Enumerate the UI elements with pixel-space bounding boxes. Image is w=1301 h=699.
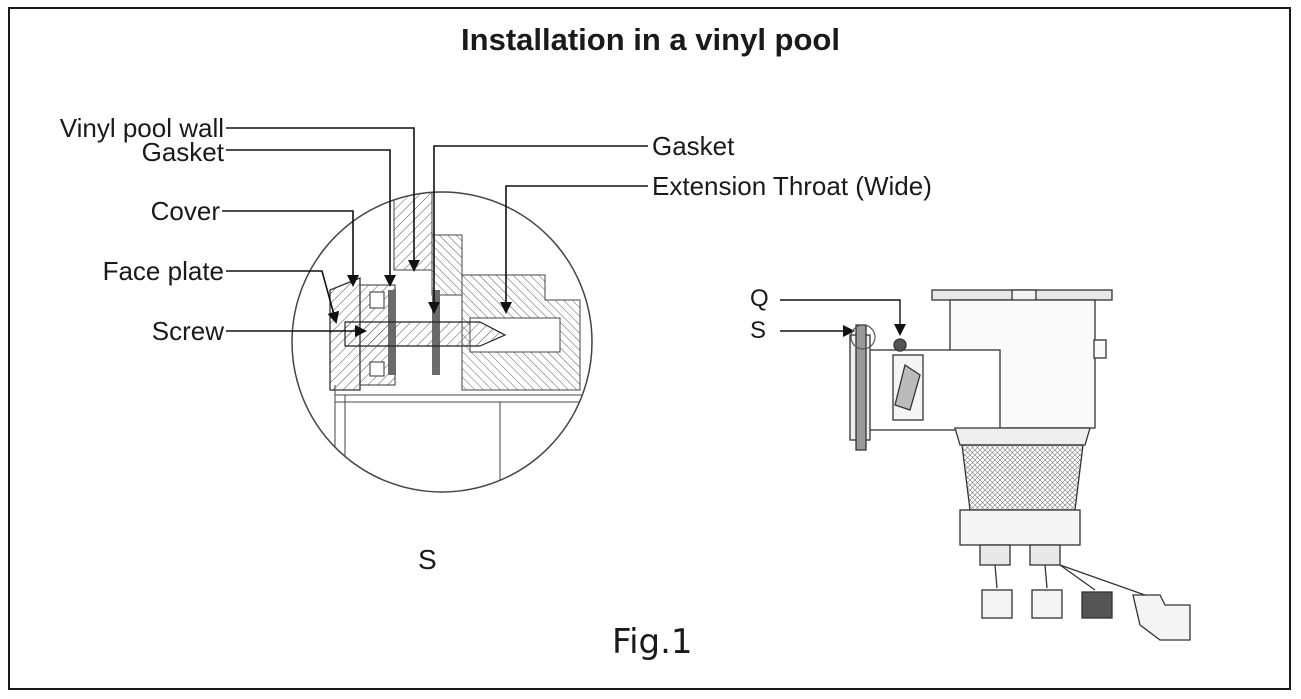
leader-vinyl-pool-wall xyxy=(226,127,420,272)
label-cover: Cover xyxy=(150,196,220,226)
diagram-title: Installation in a vinyl pool xyxy=(461,22,840,57)
label-vinyl-pool-wall: Vinyl pool wall xyxy=(59,113,224,143)
leader-gasket-right xyxy=(428,145,648,314)
figure-caption: Fig.1 xyxy=(612,622,693,662)
leader-extension-throat xyxy=(500,185,648,314)
label-gasket-left: Gasket xyxy=(141,137,224,167)
leader-skimmer-q xyxy=(780,299,906,336)
skimmer-detail-ring xyxy=(850,324,876,350)
label-extension-throat: Extension Throat (Wide) xyxy=(652,171,932,201)
detail-circle xyxy=(291,191,593,493)
label-gasket-right: Gasket xyxy=(652,131,735,161)
leader-gasket-left xyxy=(226,149,396,287)
skimmer-label-s: S xyxy=(750,317,767,344)
leader-face-plate xyxy=(226,270,340,324)
detail-view-label: S xyxy=(418,544,437,575)
figure-frame xyxy=(8,7,1291,690)
skimmer-label-q: Q xyxy=(750,285,769,312)
label-face-plate: Face plate xyxy=(102,256,224,286)
label-screw: Screw xyxy=(151,316,224,346)
leader-cover xyxy=(222,210,359,287)
skimmer-assembly xyxy=(849,289,1191,641)
